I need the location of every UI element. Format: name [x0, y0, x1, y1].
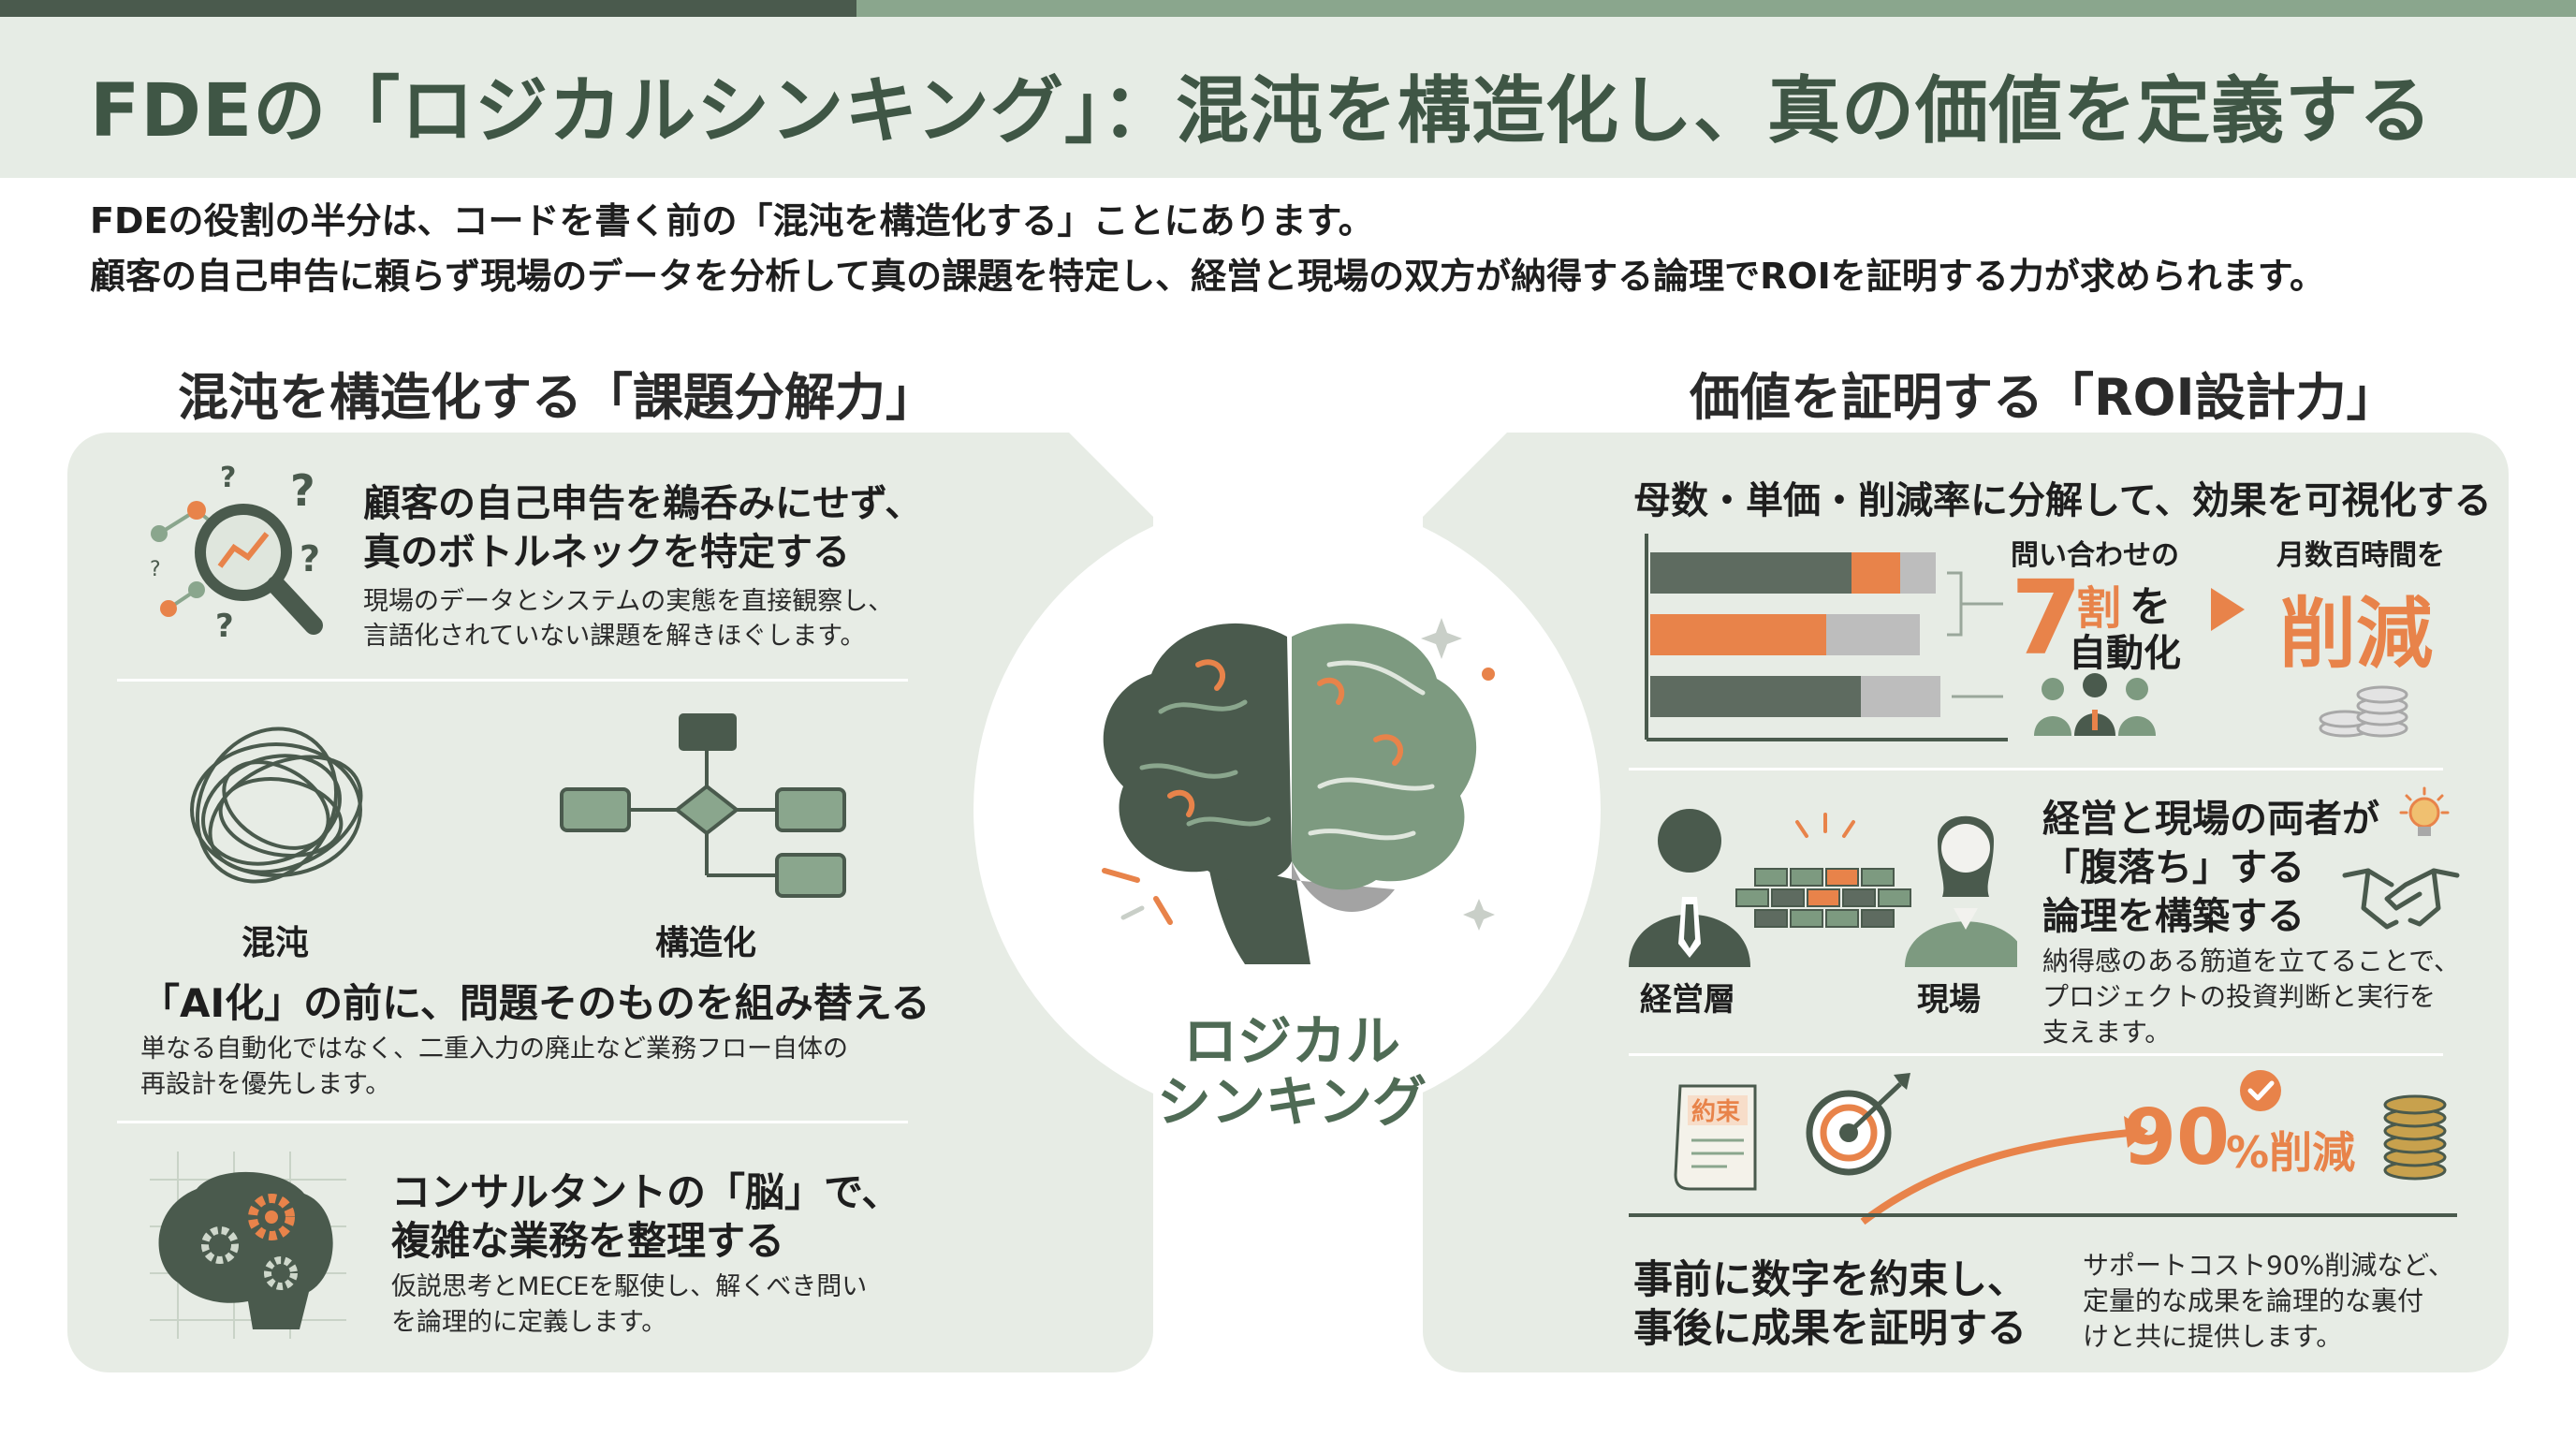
left-b3-heading-2: 複雑な業務を整理する — [391, 1218, 785, 1264]
left-b3-body-2: を論理的に定義します。 — [391, 1308, 667, 1337]
svg-text:?: ? — [150, 558, 161, 581]
right-divider-3 — [1629, 1213, 2457, 1217]
right-b3-body-3: けと共に提供します。 — [2083, 1321, 2343, 1352]
check-circle-icon — [2240, 1070, 2281, 1111]
right-b2-body-1: 納得感のある筋道を立てることで、 — [2042, 946, 2461, 976]
lightbulb-icon — [2399, 786, 2450, 836]
left-b3-body-1: 仮説思考とMECEを駆使し、解くべき問い — [391, 1272, 868, 1301]
svg-text:?: ? — [220, 462, 236, 494]
right-divider-2 — [1629, 1053, 2443, 1056]
ninety-suffix: %削減 — [2226, 1127, 2356, 1178]
field-label: 現場 — [1917, 981, 1981, 1019]
left-b3-heading-1: コンサルタントの「脳」で、 — [391, 1169, 901, 1215]
inquiry-label: 問い合わせの — [2011, 539, 2179, 572]
right-b2-body-3: 支えます。 — [2042, 1017, 2172, 1048]
right-b1-heading: 母数・単価・削減率に分解して、効果を可視化する — [1633, 479, 2492, 522]
left-b2-body-1: 単なる自動化ではなく、二重入力の廃止など業務フロー自体の — [140, 1034, 848, 1064]
arrow-right-icon — [2211, 588, 2245, 631]
percent-7: 7 — [2011, 558, 2083, 678]
left-b2-body-2: 再設計を優先します。 — [140, 1070, 391, 1099]
chaos-tangle-icon — [190, 726, 363, 884]
right-divider-1 — [1629, 768, 2443, 770]
right-b2-heading-3: 論理を構築する — [2042, 895, 2305, 938]
center-label-1: ロジカル — [1182, 1009, 1400, 1073]
left-divider-1 — [117, 679, 908, 682]
wari-label: 割 — [2076, 582, 2122, 635]
wo-label: を — [2130, 583, 2171, 631]
right-b2-heading-1: 経営と現場の両者が — [2042, 798, 2379, 841]
executive-field-icon — [1629, 809, 2017, 967]
right-b3-body-1: サポートコスト90%削減など、 — [2083, 1250, 2454, 1281]
svg-text:?: ? — [215, 608, 234, 645]
chaos-label: 混沌 — [242, 924, 310, 962]
left-section-title: 混沌を構造化する「課題分解力」 — [178, 368, 936, 427]
right-b2-heading-2: 「腹落ち」する — [2042, 846, 2305, 889]
coin-stack-icon — [2319, 685, 2408, 738]
top-accent-bar-dark — [0, 0, 856, 17]
reduction-label: 削減 — [2279, 590, 2434, 679]
left-b1-body-2: 言語化されていない課題を解きほぐします。 — [363, 622, 866, 651]
brain-icon — [1102, 618, 1495, 964]
coins-icon — [2383, 1094, 2447, 1181]
left-b1-heading-1: 顧客の自己申告を鵜呑みにせず、 — [363, 482, 923, 525]
monthly-hours-label: 月数百時間を — [2276, 539, 2445, 572]
right-section-title: 価値を証明する「ROI設計力」 — [1690, 368, 2397, 427]
svg-text:?: ? — [300, 538, 320, 580]
right-b3-heading-2: 事後に成果を証明する — [1633, 1305, 2027, 1351]
right-b3-body-2: 定量的な成果を論理的な裏付 — [2083, 1285, 2424, 1316]
svg-text:約束: 約束 — [1691, 1097, 1741, 1126]
top-accent-bar — [0, 0, 2576, 17]
reduction-bar-chart — [1645, 534, 2008, 741]
people-icon — [2034, 673, 2156, 736]
structure-label: 構造化 — [655, 924, 757, 962]
right-b2-body-2: プロジェクトの投資判断と実行を — [2042, 981, 2437, 1012]
right-b3-heading-1: 事前に数字を約束し、 — [1633, 1256, 2027, 1302]
left-b2-heading: 「AI化」の前に、問題そのものを組み替える — [140, 980, 930, 1026]
left-b1-heading-2: 真のボトルネックを特定する — [363, 531, 850, 574]
left-b1-body-1: 現場のデータとシステムの実態を直接観察し、 — [363, 587, 894, 616]
contract-target-growth-icon: 約束 — [1674, 1073, 2148, 1225]
executive-label: 経営層 — [1640, 981, 1735, 1019]
handshake-icon — [2342, 868, 2460, 930]
page-title: FDEの「ロジカルシンキング」：混沌を構造化し、真の価値を定義する — [90, 69, 2433, 154]
brain-gear-icon — [150, 1152, 346, 1339]
intro-line-1: FDEの役割の半分は、コードを書く前の「混沌を構造化する」ことにあります。 — [90, 200, 1374, 242]
intro-line-2: 顧客の自己申告に頼らず現場のデータを分析して真の課題を特定し、経営と現場の双方が… — [90, 256, 2326, 297]
structured-flowchart-icon — [560, 713, 846, 898]
magnifier-question-icon: ? ? ? ? ? — [150, 462, 323, 645]
svg-text:?: ? — [290, 465, 315, 516]
left-divider-2 — [117, 1121, 908, 1123]
ninety-number: 90 — [2123, 1093, 2231, 1182]
center-label-2: シンキング — [1156, 1070, 1427, 1134]
automation-label: 自動化 — [2069, 632, 2181, 675]
title-band — [0, 17, 2576, 178]
